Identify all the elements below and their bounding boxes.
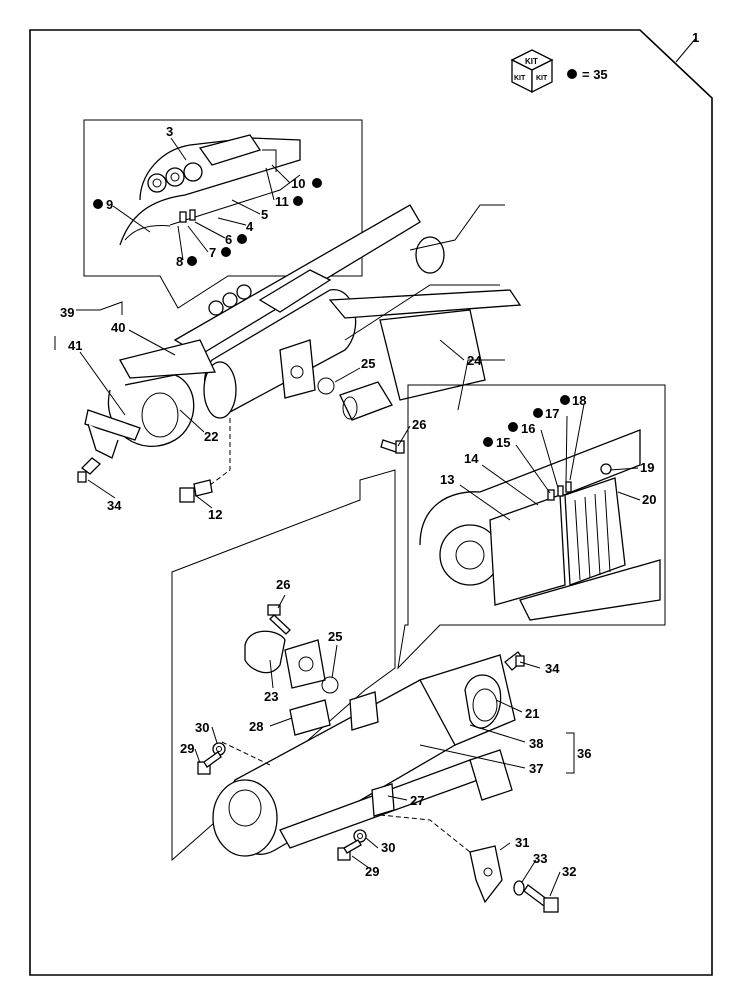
bolt-29-left: [197, 751, 222, 775]
callout-22: 22: [204, 429, 218, 444]
kit-legend: = 35: [582, 67, 608, 82]
callout-17: 17: [545, 406, 559, 421]
kit-dot-7: [221, 247, 231, 257]
callout-7: 7: [209, 245, 216, 260]
callout-30-left: 30: [195, 720, 209, 735]
callout-24: 24: [467, 353, 482, 368]
callout-29-lower: 29: [365, 864, 379, 879]
callout-12: 12: [208, 507, 222, 522]
callout-6: 6: [225, 232, 232, 247]
callout-5: 5: [261, 207, 268, 222]
kit-dot-icon: [567, 69, 577, 79]
lower-frame: [171, 469, 396, 862]
seal-detail: [119, 134, 301, 246]
piston-detail: [419, 429, 661, 621]
callout-29-left: 29: [180, 741, 194, 756]
callout-10: 10: [291, 176, 305, 191]
callout-1: 1: [692, 30, 699, 45]
callout-21: 21: [525, 706, 539, 721]
callout-36: 36: [577, 746, 591, 761]
callout-18: 18: [572, 393, 586, 408]
callout-34-lower: 34: [545, 661, 560, 676]
kit-dot-11: [293, 196, 303, 206]
frame-24-top: [409, 204, 505, 251]
callout-27: 27: [410, 793, 424, 808]
callout-40: 40: [111, 320, 125, 335]
callout-16: 16: [521, 421, 535, 436]
kit-dot-17: [533, 408, 543, 418]
callout-38: 38: [529, 736, 543, 751]
elbow-23: [244, 630, 326, 689]
cylinder-head-assembly: [84, 204, 522, 459]
kit-dot-6: [237, 234, 247, 244]
callout-3: 3: [166, 124, 173, 139]
outer-frame: [29, 29, 713, 976]
kit-badge-right: KIT: [536, 75, 548, 82]
bolt-29-lower: [337, 839, 362, 861]
o-ring-upper: [317, 377, 335, 395]
callout-37: 37: [529, 761, 543, 776]
washer-33: [513, 880, 525, 896]
callout-13: 13: [440, 472, 454, 487]
clamp-31: [469, 845, 503, 904]
kit-dot-9: [93, 199, 103, 209]
kit-dot-15: [483, 437, 493, 447]
grease-nipple-34-upper: [77, 457, 101, 483]
callout-4: 4: [246, 219, 254, 234]
kit-dot-8: [187, 256, 197, 266]
callout-26-upper: 26: [412, 417, 426, 432]
callout-11: 11: [275, 194, 289, 209]
callout-30-lower: 30: [381, 840, 395, 855]
leader-12: [209, 418, 231, 486]
callout-9: 9: [106, 197, 113, 212]
grease-nipple-34-lower: [504, 651, 525, 671]
seal-detail-frame: [83, 119, 363, 309]
kit-dot-18: [560, 395, 570, 405]
bolt-26-lower: [267, 604, 291, 635]
kit-dot-16: [508, 422, 518, 432]
callout-19: 19: [640, 460, 654, 475]
callout-25-upper: 25: [361, 356, 375, 371]
kit-badge-left: KIT: [514, 75, 526, 82]
callout-39: 39: [60, 305, 74, 320]
callout-32: 32: [562, 864, 576, 879]
washer-30-lower: [353, 829, 367, 843]
frame-24-side: [457, 359, 505, 411]
callout-28: 28: [249, 719, 263, 734]
bolt-32: [523, 884, 559, 913]
piston-detail-frame: [397, 384, 666, 670]
callout-33: 33: [533, 851, 547, 866]
callout-31: 31: [515, 835, 529, 850]
callout-20: 20: [642, 492, 656, 507]
flange-upper: [339, 381, 393, 421]
bolt-12: [179, 479, 213, 503]
leader-lines: [54, 37, 697, 897]
kit-badge-top: KIT: [525, 57, 538, 66]
callout-41: 41: [68, 338, 82, 353]
callout-23: 23: [264, 689, 278, 704]
callout-26-lower: 26: [276, 577, 290, 592]
o-ring-lower: [321, 676, 339, 694]
kit-dot-10: [312, 178, 322, 188]
cylinder-tube-assembly: [212, 654, 516, 857]
kit-icon: KIT KIT KIT: [510, 49, 554, 94]
callout-15: 15: [496, 435, 510, 450]
callout-8: 8: [176, 254, 183, 269]
callout-14: 14: [464, 451, 479, 466]
callout-34-upper: 34: [107, 498, 122, 513]
callout-25-lower: 25: [328, 629, 342, 644]
bolt-26-upper: [380, 439, 405, 454]
